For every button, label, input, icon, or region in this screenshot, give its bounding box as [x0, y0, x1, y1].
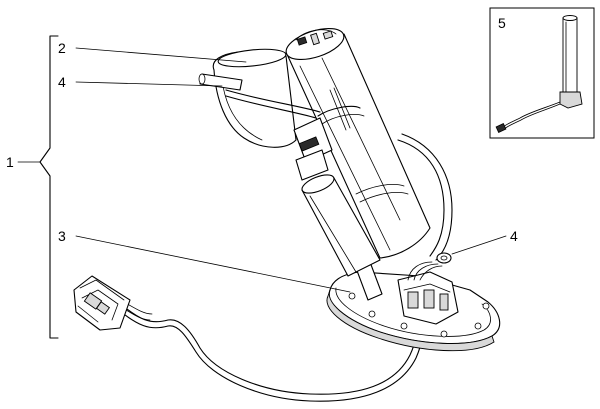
callout-5-label: 5	[498, 15, 506, 31]
leader-lines	[75, 47, 507, 293]
flange-wires	[407, 261, 443, 281]
callout-1-label: 1	[6, 154, 14, 170]
filter-cup	[212, 48, 297, 148]
callout-3-label: 3	[58, 228, 66, 244]
wiring-connector	[73, 275, 131, 331]
wiring-harness	[115, 299, 423, 402]
assembly-bracket	[17, 35, 59, 339]
fuel-hoses	[198, 73, 453, 261]
callout-4-upper-label: 4	[58, 74, 66, 90]
pump-base-flange	[326, 261, 501, 352]
level-sender-inset	[489, 7, 595, 139]
callout-4-lower-label: 4	[510, 228, 518, 244]
hose-clip-lower	[436, 252, 452, 264]
callout-2-label: 2	[58, 40, 66, 56]
fuel-pump-body	[285, 27, 431, 277]
